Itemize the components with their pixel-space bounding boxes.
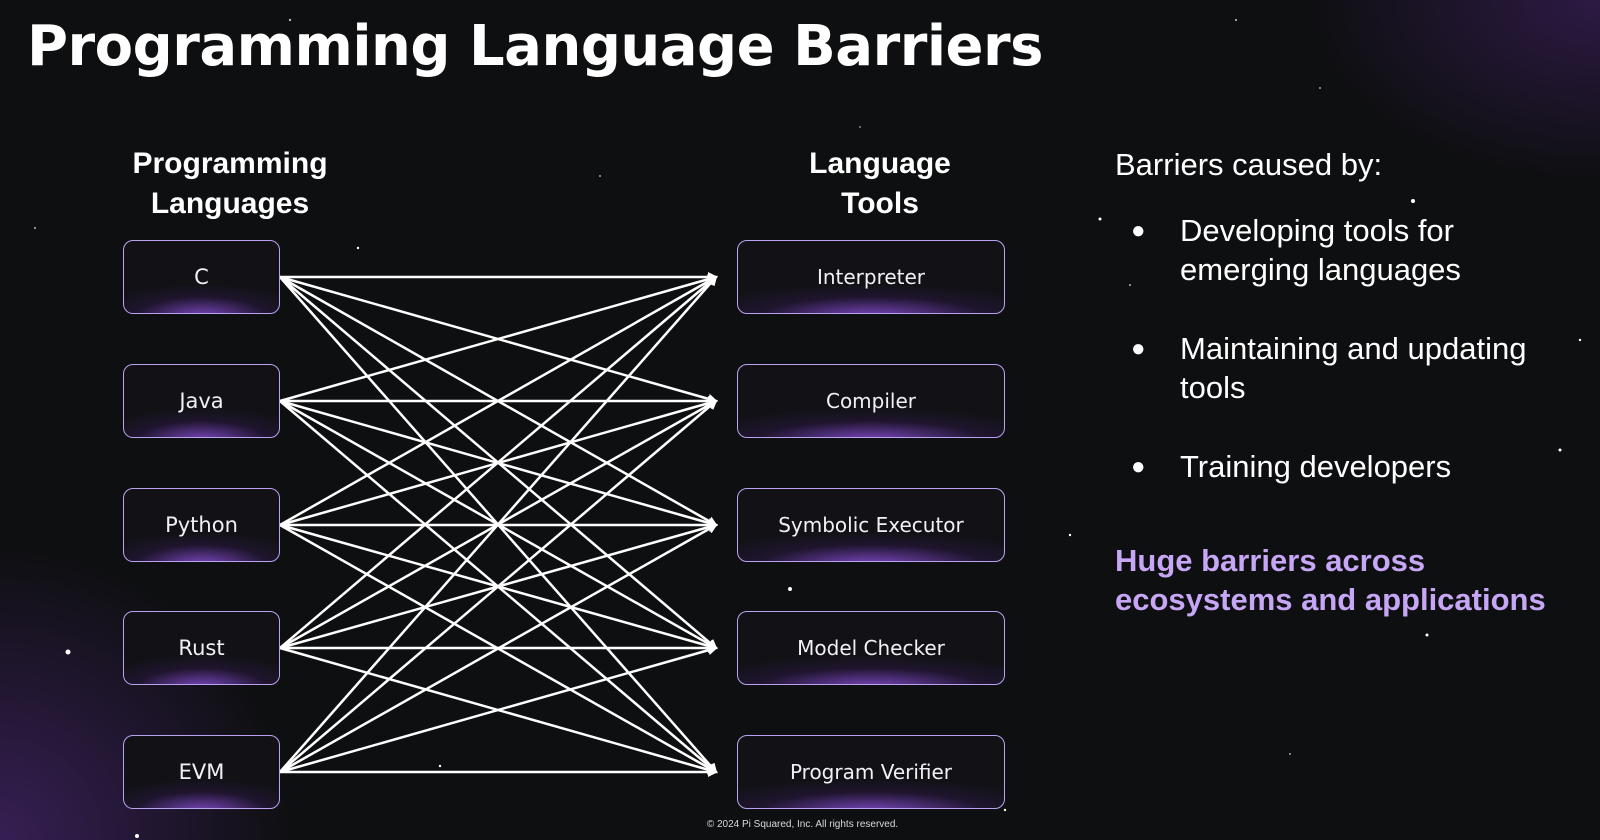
tool-node-program-verifier: Program Verifier [737,735,1005,809]
tool-node-model-checker: Model Checker [737,611,1005,685]
edge-python-to-interpreter [279,275,718,527]
copyright-footer: © 2024 Pi Squared, Inc. All rights reser… [706,819,899,830]
edge-evm-to-model-checker [279,645,718,774]
barriers-list: ●Developing tools for emerging languages… [1115,211,1585,486]
slide-title: Programming Language Barriers [27,14,1043,79]
language-node-evm: EVM [123,735,280,809]
language-node-rust: Rust [123,611,280,685]
barrier-item: ●Training developers [1131,449,1452,484]
barriers-heading: Barriers caused by: [1115,147,1383,182]
tool-node-interpreter: Interpreter [737,240,1005,314]
tool-node-compiler: Compiler [737,364,1005,438]
tool-node-symbolic-executor: Symbolic Executor [737,488,1005,562]
barrier-item: ●Developing tools for emerging languages [1131,213,1461,287]
edge-rust-to-interpreter [279,275,718,649]
languages-column-heading: Programming Languages [132,147,328,220]
bullet-icon: ● [1131,453,1146,480]
bullet-icon: ● [1131,217,1146,244]
language-node-python: Python [123,488,280,562]
barrier-item: ●Maintaining and updating tools [1131,331,1527,405]
tools-column-heading: Language Tools [809,147,951,220]
language-node-java: Java [123,364,280,438]
key-takeaway: Huge barriers across ecosystems and appl… [1115,543,1546,617]
language-node-c: C [123,240,280,314]
bullet-icon: ● [1131,335,1146,362]
edge-java-to-interpreter [279,274,718,403]
edge-evm-to-compiler [279,399,718,773]
edge-evm-to-symbolic-executor [279,523,718,774]
barriers-panel: Barriers caused by: ●Developing tools fo… [1115,145,1585,526]
edge-evm-to-interpreter [279,275,718,773]
